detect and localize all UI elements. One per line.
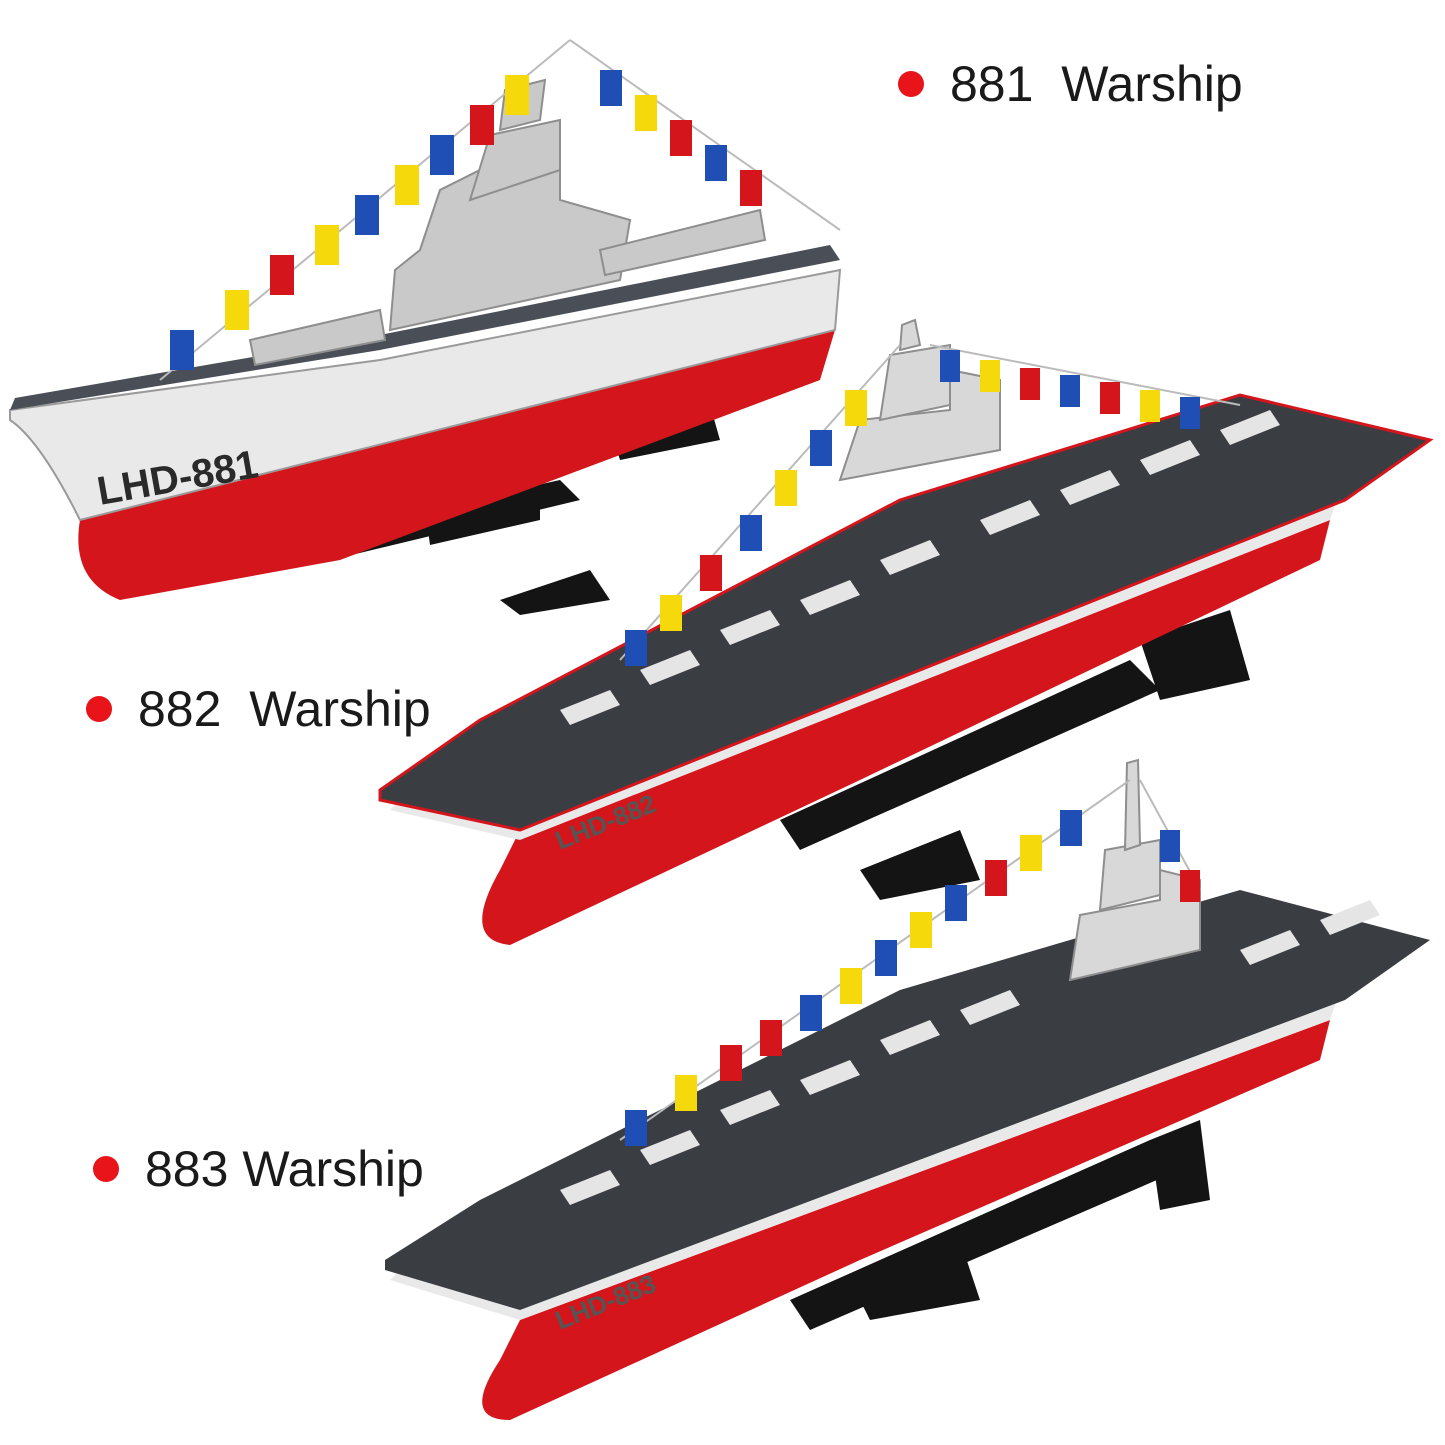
- label-881-warship: 881 Warship: [898, 55, 1243, 113]
- hull-red: [78, 330, 836, 600]
- red-dot-icon: [898, 71, 924, 97]
- ship-882: LHD-882: [378, 318, 1434, 945]
- hull-white: [9, 268, 842, 522]
- signal-flags: [159, 39, 841, 381]
- island: [838, 318, 1001, 482]
- flight-deck: [378, 393, 1434, 832]
- ship-881: LHD-881: [9, 39, 842, 615]
- red-dot-icon: [86, 696, 112, 722]
- label-text: 882 Warship: [138, 681, 431, 737]
- label-882-warship: 882 Warship: [86, 680, 431, 738]
- island: [1068, 758, 1201, 982]
- deck: [10, 245, 840, 410]
- hull-red: [482, 520, 1330, 945]
- label-883-warship: 883 Warship: [93, 1140, 424, 1198]
- signal-flags: [619, 779, 1201, 1146]
- label-text: 881 Warship: [950, 56, 1243, 112]
- display-stand: [790, 1120, 1210, 1330]
- label-text: 883 Warship: [145, 1141, 424, 1197]
- deck-aircraft: [560, 900, 1380, 1205]
- deck-aircraft: [560, 410, 1280, 725]
- signal-flags: [619, 344, 1241, 666]
- flight-deck: [385, 890, 1430, 1310]
- ship-883: LHD-883: [385, 758, 1430, 1420]
- red-dot-icon: [93, 1156, 119, 1182]
- hull-red: [482, 1020, 1330, 1420]
